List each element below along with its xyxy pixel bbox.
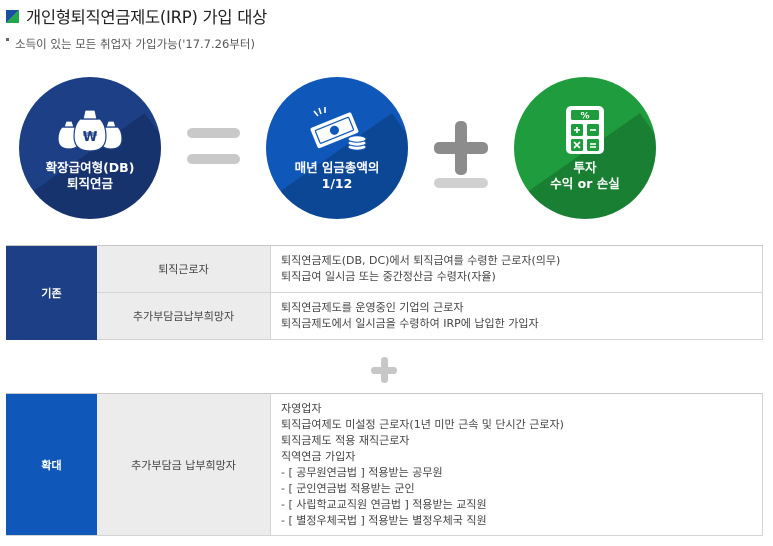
plus-icon xyxy=(371,357,397,383)
eligibility-table-expanded: 확대 추가부담금 납부희망자 자영업자 퇴직급여제도 미설정 근로자(1년 미만… xyxy=(6,393,763,536)
table-row-description: 자영업자 퇴직급여제도 미설정 근로자(1년 미만 근속 및 단시간 근로자) … xyxy=(271,394,763,535)
eligibility-table-existing: 기존 퇴직근로자 퇴직연금제도(DB, DC)에서 퇴직급여를 수령한 근로자(… xyxy=(6,245,763,340)
bullet-icon xyxy=(6,38,9,41)
equals-icon xyxy=(187,128,240,180)
plus-icon xyxy=(434,121,488,175)
table-row-description: 퇴직연금제도(DB, DC)에서 퇴직급여를 수령한 근로자(의무) 퇴직급여 … xyxy=(271,246,763,292)
circle-investment: % 투자 수익 or 손실 xyxy=(514,77,656,219)
table-head-existing: 기존 xyxy=(6,246,97,340)
circle-db-pension: ₩ 확장급여형(DB) 퇴직연금 xyxy=(19,77,161,219)
money-bags-icon: ₩ xyxy=(19,105,161,155)
table-row-description: 퇴직연금제도를 운영중인 기업의 근로자 퇴직금제도에서 일시금을 수령하여 I… xyxy=(271,293,763,339)
svg-text:₩: ₩ xyxy=(83,130,98,145)
cash-and-coins-icon xyxy=(266,105,408,155)
table-row-category: 추가부담금 납부희망자 xyxy=(97,394,271,535)
circle-db-pension-label: 확장급여형(DB) 퇴직연금 xyxy=(45,160,135,191)
table-row: 추가부담금납부희망자 퇴직연금제도를 운영중인 기업의 근로자 퇴직금제도에서 … xyxy=(97,293,763,340)
circle-annual-wage-label: 매년 임금총액의 1/12 xyxy=(294,160,380,191)
table-row: 확대 추가부담금 납부희망자 자영업자 퇴직급여제도 미설정 근로자(1년 미만… xyxy=(6,394,763,536)
title-flag-icon xyxy=(6,9,19,23)
minus-bar-icon xyxy=(434,178,488,188)
page-title: 개인형퇴직연금제도(IRP) 가입 대상 xyxy=(26,8,267,27)
circle-investment-label: 투자 수익 or 손실 xyxy=(550,160,620,191)
circle-annual-wage: 매년 임금총액의 1/12 xyxy=(266,77,408,219)
subtitle-note: 소득이 있는 모든 취업자 가입가능('17.7.26부터) xyxy=(6,36,255,52)
title-bar: 개인형퇴직연금제도(IRP) 가입 대상 xyxy=(6,4,267,28)
table-head-expanded: 확대 xyxy=(6,394,97,535)
subtitle-note-text: 소득이 있는 모든 취업자 가입가능('17.7.26부터) xyxy=(15,37,255,51)
table-row-category: 추가부담금납부희망자 xyxy=(97,293,271,339)
table-row-category: 퇴직근로자 xyxy=(97,246,271,292)
table-row: 퇴직근로자 퇴직연금제도(DB, DC)에서 퇴직급여를 수령한 근로자(의무)… xyxy=(97,246,763,293)
calculator-icon: % xyxy=(514,105,656,155)
svg-text:%: % xyxy=(580,112,589,122)
